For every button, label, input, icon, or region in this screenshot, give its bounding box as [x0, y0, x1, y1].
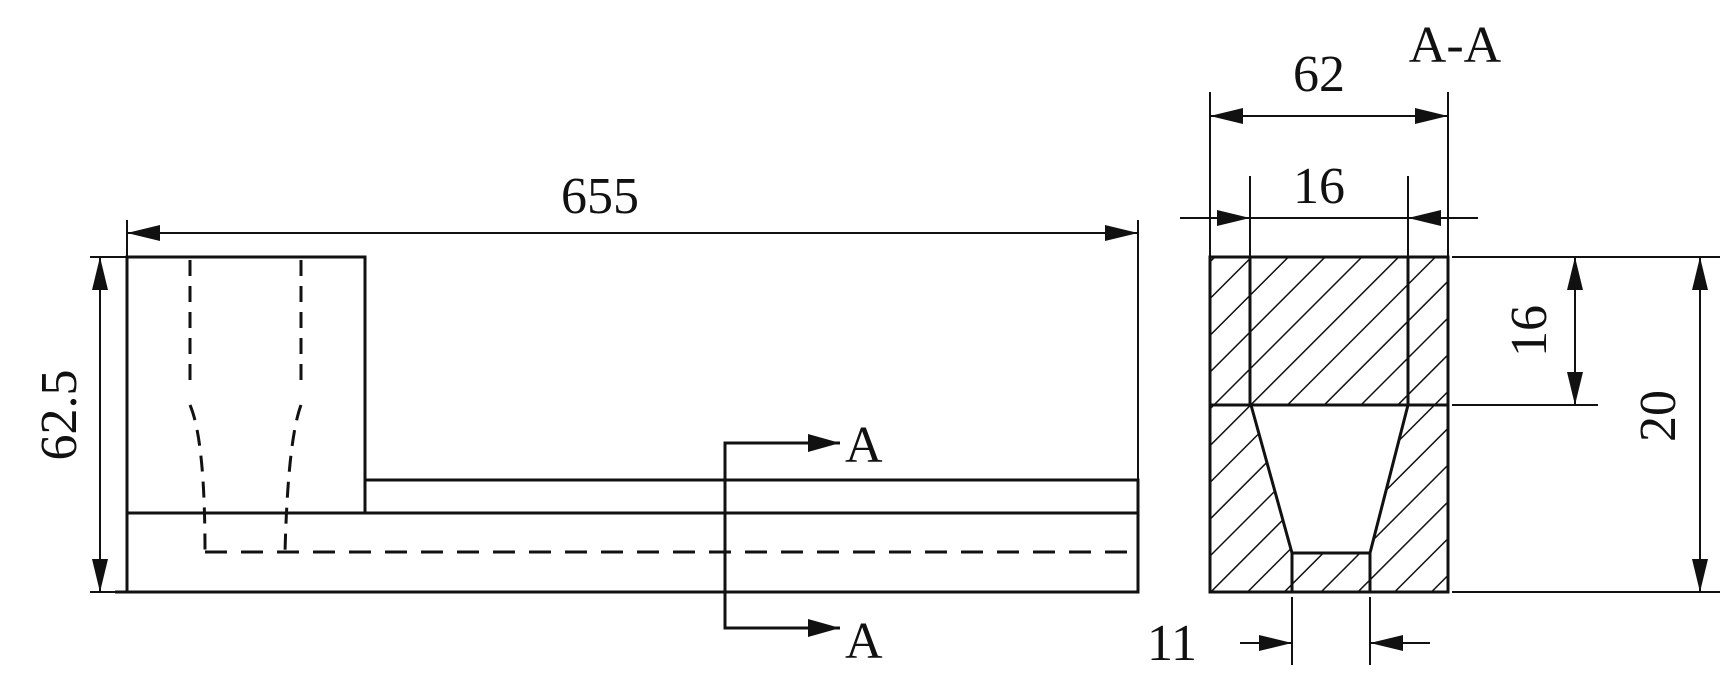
dim-62-5-arrow-bottom	[92, 559, 108, 592]
hidden-curve-left	[188, 404, 207, 553]
dim-11-label: 11	[1147, 615, 1197, 672]
dim-16-arrow-right	[1408, 210, 1441, 226]
dim-16-arrow-left	[1217, 210, 1250, 226]
dim-16-label: 16	[1293, 158, 1345, 215]
dim-62-arrow-right	[1415, 108, 1448, 124]
dim-62-5-label: 62.5	[31, 370, 88, 461]
section-arrow-bottom	[808, 619, 840, 637]
section-cut-line	[723, 441, 840, 630]
dim-16v-arrow-bottom	[1567, 372, 1583, 405]
dim-16v-arrow-top	[1567, 257, 1583, 290]
section-title: A-A	[1409, 17, 1502, 74]
dim-655-label: 655	[561, 168, 639, 225]
section-view: A-A 62 16 16	[1147, 17, 1720, 672]
section-marker-bottom: A	[845, 613, 883, 670]
front-view-outline	[125, 255, 1140, 594]
front-view: 655 62.5 A A	[31, 168, 1140, 670]
section-arrow-top	[808, 434, 840, 452]
section-lower-left-hatch	[1210, 405, 1292, 592]
dim-62-5-arrow-top	[92, 257, 108, 290]
front-view-rail	[365, 478, 1140, 513]
dim-655-arrow-left	[127, 225, 160, 241]
section-slot-bottom-hatch	[1292, 553, 1370, 592]
dim-11-arrow-right	[1370, 635, 1403, 651]
dim-20-label: 20	[1630, 390, 1687, 442]
dim-62-label: 62	[1293, 46, 1345, 103]
dim-20-arrow-top	[1692, 257, 1708, 290]
hidden-curve-right	[283, 404, 303, 553]
section-outline	[1208, 255, 1450, 594]
section-slot-outline	[1249, 404, 1410, 555]
section-upper-hatch	[1210, 257, 1448, 405]
dim-11-arrow-left	[1259, 635, 1292, 651]
dim-20-arrow-bottom	[1692, 559, 1708, 592]
section-marker-top: A	[845, 417, 883, 474]
dim-62-arrow-left	[1210, 108, 1243, 124]
section-lower-right-hatch	[1370, 405, 1448, 592]
dim-16v-label: 16	[1501, 305, 1558, 357]
dim-655-arrow-right	[1105, 225, 1138, 241]
